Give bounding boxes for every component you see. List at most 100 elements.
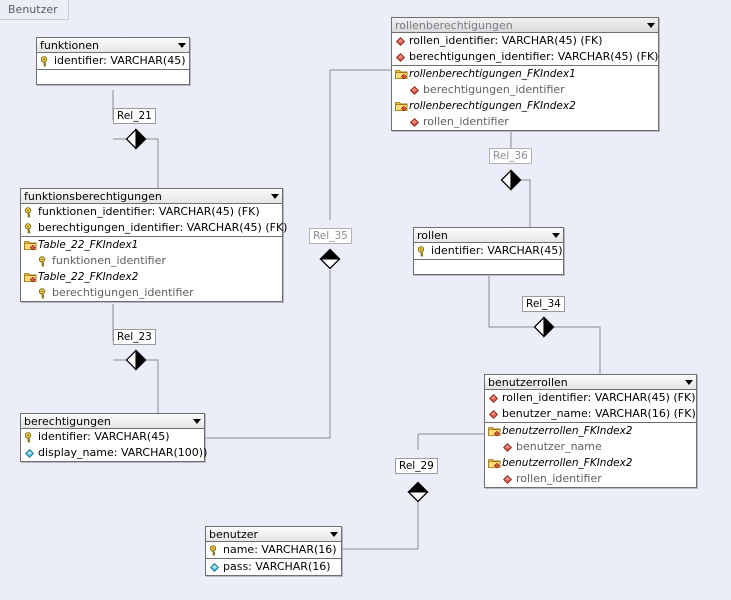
chevron-down-icon[interactable] xyxy=(647,22,655,28)
column-label: rollen_identifier: VARCHAR(45) (FK) xyxy=(502,391,696,404)
cardinality-diamond-rel36[interactable] xyxy=(500,169,522,191)
relationship-line[interactable] xyxy=(342,501,419,550)
table-row-group: rollenberechtigungen_FKIndex1 berechtigun… xyxy=(392,66,658,130)
table-row-empty[interactable] xyxy=(414,260,563,274)
table-header-funktionsberechtigungen[interactable]: funktionsberechtigungen xyxy=(21,189,282,204)
index-folder-icon xyxy=(488,426,501,437)
cardinality-diamond-rel21[interactable] xyxy=(125,128,147,150)
cardinality-diamond-rel29[interactable] xyxy=(407,481,429,503)
chevron-down-icon[interactable] xyxy=(178,42,186,48)
cardinality-diamond-rel35[interactable] xyxy=(319,248,341,270)
relationship-label-rel35[interactable]: Rel_35 xyxy=(309,228,352,244)
relationship-line[interactable] xyxy=(145,359,159,413)
relationship-label-rel29[interactable]: Rel_29 xyxy=(395,458,438,474)
blue-diamond-icon xyxy=(24,448,35,459)
column-label: rollenberechtigungen_FKIndex1 xyxy=(409,68,576,80)
table-row[interactable]: berechtigungen_identifier xyxy=(392,82,658,98)
column-label: name: VARCHAR(16) xyxy=(223,543,337,556)
relationship-label-rel23[interactable]: Rel_23 xyxy=(113,329,156,345)
table-header-rollenberechtigungen[interactable]: rollenberechtigungen xyxy=(392,18,658,33)
table-row[interactable]: rollen_identifier: VARCHAR(45) (FK) xyxy=(392,33,658,49)
table-row-group: identifier: VARCHAR(45) xyxy=(37,53,189,70)
cardinality-diamond-rel23[interactable] xyxy=(125,349,147,371)
table-row-group: identifier: VARCHAR(45) xyxy=(414,243,563,260)
relationship-line[interactable] xyxy=(488,263,535,328)
table-header-funktionen[interactable]: funktionen xyxy=(37,38,189,53)
relationship-label-rel34[interactable]: Rel_34 xyxy=(522,296,565,312)
table-row[interactable]: rollen_identifier xyxy=(485,471,696,487)
table-row[interactable]: berechtigungen_identifier xyxy=(21,285,282,301)
chevron-down-icon[interactable] xyxy=(271,193,279,199)
table-row[interactable]: berechtigungen_identifier: VARCHAR(45) (… xyxy=(392,49,658,65)
table-name-label: berechtigungen xyxy=(24,414,111,428)
chevron-down-icon[interactable] xyxy=(193,418,201,424)
table-row[interactable]: rollenberechtigungen_FKIndex1 xyxy=(392,66,658,82)
column-label: benutzerrollen_FKIndex2 xyxy=(502,457,633,469)
table-row[interactable]: name: VARCHAR(16) xyxy=(206,542,341,558)
index-folder-icon xyxy=(24,272,37,283)
table-row[interactable]: benutzerrollen_FKIndex2 xyxy=(485,423,696,439)
key-icon xyxy=(417,245,428,257)
column-label: identifier: VARCHAR(45) xyxy=(38,430,170,443)
table-row[interactable]: display_name: VARCHAR(100)) xyxy=(21,445,208,461)
table-benutzer[interactable]: benutzer name: VARCHAR(16) pass: VARCHAR(1… xyxy=(205,526,342,576)
relationship-label-rel36[interactable]: Rel_36 xyxy=(489,148,532,164)
table-name-label: benutzer xyxy=(209,527,259,541)
table-row-group: pass: VARCHAR(16) xyxy=(206,559,341,575)
red-diamond-icon xyxy=(395,52,406,63)
relationship-line[interactable] xyxy=(553,326,601,374)
table-row[interactable]: Table_22_FKIndex1 xyxy=(21,237,282,253)
table-berechtigungen[interactable]: berechtigungen identifier: VARCHAR(45) dis… xyxy=(20,413,208,462)
table-row[interactable]: berechtigungen_identifier: VARCHAR(45) (… xyxy=(21,220,287,236)
index-folder-icon xyxy=(488,458,501,469)
table-row-group xyxy=(37,70,189,84)
relationship-label-rel21[interactable]: Rel_21 xyxy=(113,108,156,124)
table-row[interactable]: identifier: VARCHAR(45) xyxy=(37,53,189,69)
table-row-empty[interactable] xyxy=(37,70,189,84)
red-diamond-icon xyxy=(395,36,406,47)
table-row[interactable]: benutzerrollen_FKIndex2 xyxy=(485,455,696,471)
table-header-benutzer[interactable]: benutzer xyxy=(206,527,341,542)
chevron-down-icon[interactable] xyxy=(552,232,560,238)
table-row[interactable]: funktionen_identifier: VARCHAR(45) (FK) xyxy=(21,204,282,220)
chevron-down-icon[interactable] xyxy=(685,379,693,385)
chevron-down-icon[interactable] xyxy=(330,531,338,537)
table-row[interactable]: benutzer_name: VARCHAR(16) (FK) xyxy=(485,406,696,422)
table-row[interactable]: identifier: VARCHAR(45) xyxy=(414,243,563,259)
table-row-group: identifier: VARCHAR(45) display_name: VAR… xyxy=(21,429,208,461)
relationship-line[interactable] xyxy=(520,179,531,227)
column-label: rollen_identifier xyxy=(516,472,602,485)
table-row[interactable]: identifier: VARCHAR(45) xyxy=(21,429,204,445)
table-header-berechtigungen[interactable]: berechtigungen xyxy=(21,414,204,429)
table-row[interactable]: benutzer_name xyxy=(485,439,696,455)
index-folder-icon xyxy=(395,101,408,112)
table-row[interactable]: Table_22_FKIndex2 xyxy=(21,269,282,285)
column-label: pass: VARCHAR(16) xyxy=(223,560,331,573)
table-row[interactable]: rollenberechtigungen_FKIndex2 xyxy=(392,98,658,114)
column-label: berechtigungen_identifier: VARCHAR(45) (… xyxy=(409,50,659,63)
table-name-label: rollen xyxy=(417,228,448,242)
table-row[interactable]: rollen_identifier: VARCHAR(45) (FK) xyxy=(485,390,696,406)
cardinality-diamond-rel34[interactable] xyxy=(533,316,555,338)
key-icon xyxy=(24,431,35,443)
relationship-line[interactable] xyxy=(145,138,159,188)
column-label: display_name: VARCHAR(100)) xyxy=(38,446,208,459)
table-row[interactable]: rollen_identifier xyxy=(392,114,658,130)
index-folder-icon xyxy=(395,69,408,80)
table-row[interactable]: pass: VARCHAR(16) xyxy=(206,559,341,575)
column-label: identifier: VARCHAR(45) xyxy=(54,54,186,67)
table-header-benutzerrollen[interactable]: benutzerrollen xyxy=(485,375,696,390)
table-row[interactable]: funktionen_identifier xyxy=(21,253,282,269)
table-row-group: rollen_identifier: VARCHAR(45) (FK) benut… xyxy=(485,390,696,423)
table-row-group: rollen_identifier: VARCHAR(45) (FK)berec… xyxy=(392,33,658,66)
index-folder-icon xyxy=(24,240,37,251)
relationship-line[interactable] xyxy=(205,270,331,439)
table-header-rollen[interactable]: rollen xyxy=(414,228,563,243)
